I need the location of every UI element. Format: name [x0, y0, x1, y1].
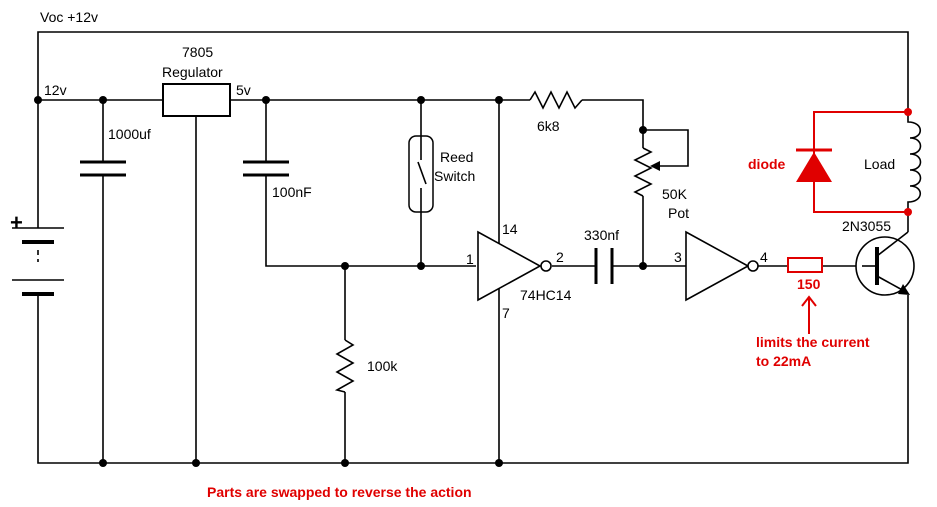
regulator-part-label: 7805 [182, 44, 213, 60]
diode-label: diode [748, 156, 786, 172]
pot-label-1: 50K [662, 186, 688, 202]
schmitt-inverter-gate-1 [477, 230, 552, 302]
battery: + [10, 210, 64, 310]
caption: Parts are swapped to reverse the action [207, 484, 472, 500]
transistor-2n3055 [855, 212, 915, 296]
battery-plus-label: + [10, 210, 23, 235]
note-line-1: limits the current [756, 334, 870, 350]
reed-label-1: Reed [440, 149, 473, 165]
load-coil [907, 110, 922, 212]
pin2-label: 2 [556, 249, 564, 265]
diode [796, 111, 908, 213]
reed-switch [408, 135, 434, 213]
ic-name-label: 74HC14 [520, 287, 572, 303]
c100nf-label: 100nF [272, 184, 312, 200]
schmitt-inverter-gate-2 [685, 230, 759, 302]
annotation-arrow [801, 295, 817, 334]
regulator-name-label: Regulator [162, 64, 223, 80]
supply-top-label: Voc +12v [40, 9, 98, 25]
r150-label: 150 [797, 276, 821, 292]
potentiometer-50k [633, 147, 660, 197]
regulator-7805 [162, 83, 231, 117]
resistor-150 [787, 257, 823, 273]
resistor-6k8 [529, 90, 583, 110]
junction-dots [34, 96, 912, 467]
pin4-label: 4 [760, 249, 768, 265]
pin14-label: 14 [502, 221, 518, 237]
v5-label: 5v [236, 82, 251, 98]
c1000uf-label: 1000uf [108, 126, 151, 142]
capacitor-100nf [243, 160, 289, 177]
capacitor-1000uf [80, 160, 126, 177]
pot-label-2: Pot [668, 205, 689, 221]
wires [37, 31, 909, 464]
pin1-label: 1 [466, 251, 474, 267]
r100k-label: 100k [367, 358, 398, 374]
c330nf-label: 330nf [584, 227, 619, 243]
load-label: Load [864, 156, 895, 172]
reed-label-2: Switch [434, 168, 475, 184]
resistor-100k [334, 339, 355, 393]
pin7-label: 7 [502, 305, 510, 321]
note-line-2: to 22mA [756, 353, 811, 369]
pin3-label: 3 [674, 249, 682, 265]
v12-label: 12v [44, 82, 67, 98]
transistor-label: 2N3055 [842, 218, 891, 234]
capacitor-330nf [594, 248, 614, 284]
r6k8-label: 6k8 [537, 118, 560, 134]
